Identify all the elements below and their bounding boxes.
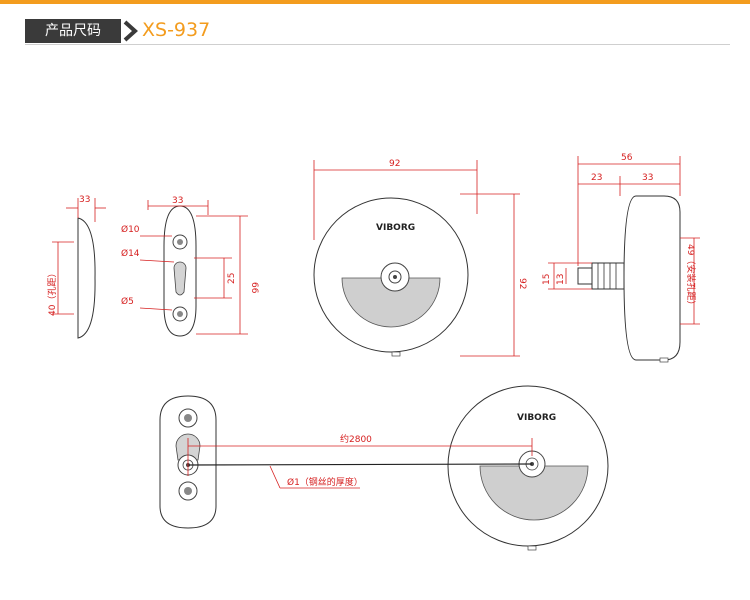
dim-side-height: 49（安装孔距） — [685, 244, 697, 309]
header: 产品尺码 XS-937 — [0, 4, 750, 45]
dim-side-right: 33 — [642, 173, 653, 183]
dim-bracket-thickness: 33 — [79, 195, 90, 205]
dim-line-thickness: Ø1（钢丝的厚度） — [287, 476, 363, 488]
dim-plate-width: 33 — [172, 196, 183, 206]
mounting-plate-front-view: 33 Ø10 Ø14 Ø5 25 66 — [121, 196, 259, 337]
dim-hole-mid: Ø14 — [121, 248, 140, 259]
brand-logo-assembly: VIBORG — [517, 413, 556, 423]
section-label: 产品尺码 — [25, 19, 121, 43]
dim-bracket-height: 40（孔距） — [47, 269, 58, 316]
brand-logo: VIBORG — [376, 223, 415, 233]
dim-knob-outer: 15 — [542, 274, 552, 285]
chevron-right-icon — [123, 20, 138, 42]
reel-front-view: VIBORG 92 92 — [313, 159, 527, 357]
reel-side-view: 56 23 33 15 13 49（安装孔距） — [542, 153, 700, 363]
header-divider — [25, 44, 730, 45]
dim-hole-bottom: Ø5 — [121, 296, 134, 307]
bracket-side-view: 33 40（孔距） — [47, 195, 106, 339]
assembly-view: VIBORG 约2800 Ø1（钢丝的厚度） — [159, 385, 609, 551]
dim-side-total: 56 — [621, 153, 633, 163]
dim-line-length: 约2800 — [340, 433, 372, 445]
dim-reel-width: 92 — [389, 159, 400, 169]
dim-hole-top: Ø10 — [121, 224, 140, 235]
dim-plate-height: 66 — [249, 282, 259, 294]
dim-knob-inner: 13 — [556, 274, 566, 285]
top-accent-bar — [0, 0, 750, 4]
dim-side-left: 23 — [591, 173, 602, 183]
dim-reel-height: 92 — [517, 278, 527, 289]
model-number: XS-937 — [142, 19, 211, 41]
dim-hole-spacing: 25 — [227, 273, 237, 284]
